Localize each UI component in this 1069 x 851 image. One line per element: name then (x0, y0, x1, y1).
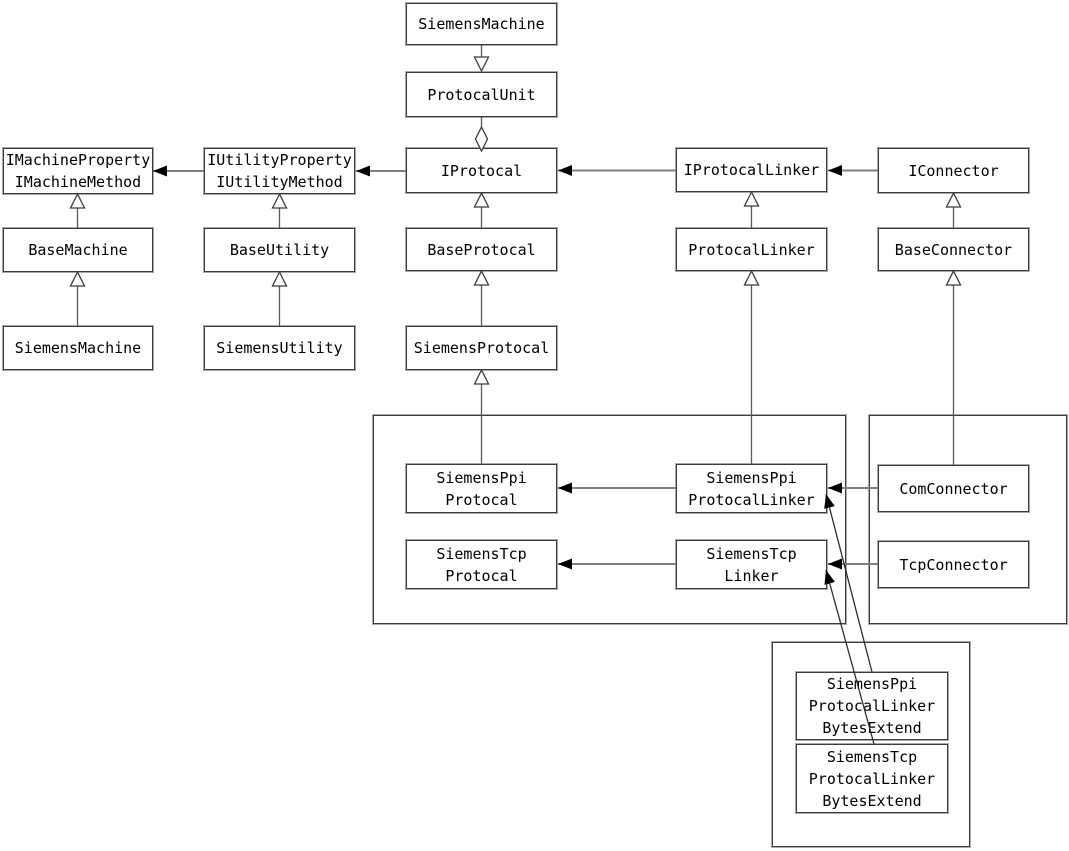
class-label: IConnector (908, 161, 999, 180)
inheritance-triangle-icon (69, 192, 86, 209)
class-box-siemens-tcp-linker[interactable]: SiemensTcp Linker (675, 539, 828, 590)
class-label: SiemensMachine (418, 15, 545, 33)
class-box-tcp-connector[interactable]: TcpConnector (877, 540, 1030, 589)
class-label: ProtocalUnit (427, 85, 536, 104)
class-label: IProtocal (440, 161, 523, 180)
class-box-iconnector[interactable]: IConnector (877, 147, 1030, 194)
class-label: BaseProtocal (427, 240, 536, 259)
class-box-siemens-machine-top[interactable]: SiemensMachine (405, 2, 558, 46)
group-box-connector-group[interactable] (868, 414, 1068, 625)
class-label: SiemensTcp Linker (706, 544, 797, 585)
class-box-siemens-tcp-protocal[interactable]: SiemensTcp Protocal (405, 539, 558, 590)
class-label: BaseUtility (229, 241, 330, 259)
class-box-base-utility[interactable]: BaseUtility (203, 227, 356, 273)
class-label: SiemensProtocal (413, 339, 550, 357)
class-box-siemens-utility[interactable]: SiemensUtility (203, 325, 356, 371)
inheritance-triangle-icon (271, 192, 288, 209)
class-box-protocal-linker[interactable]: ProtocalLinker (675, 227, 828, 272)
class-label: SiemensMachine (14, 339, 142, 357)
class-label: BaseMachine (28, 241, 128, 259)
class-box-siemens-ppi-protocal[interactable]: SiemensPpi Protocal (405, 463, 558, 514)
class-label: SiemensPpi ProtocalLinker BytesExtend (808, 675, 936, 737)
class-label: IProtocalLinker (683, 161, 820, 179)
class-box-base-connector[interactable]: BaseConnector (877, 227, 1030, 272)
class-box-iprotocal[interactable]: IProtocal (405, 147, 558, 194)
class-label: ProtocalLinker (688, 240, 815, 259)
class-box-iprotocal-linker[interactable]: IProtocalLinker (675, 147, 828, 193)
class-label: SiemensTcp ProtocalLinker BytesExtend (808, 747, 936, 810)
class-label: SiemensPpi ProtocalLinker (688, 468, 815, 509)
group-box-protocal-group[interactable] (372, 414, 847, 625)
class-box-siemens-protocal[interactable]: SiemensProtocal (405, 325, 558, 371)
class-box-base-protocal[interactable]: BaseProtocal (405, 227, 558, 272)
class-box-imachine[interactable]: IMachineProperty IMachineMethod (2, 147, 154, 195)
class-box-base-machine[interactable]: BaseMachine (2, 227, 154, 273)
class-label: SiemensTcp Protocal (436, 544, 527, 585)
inheritance-triangle-icon (743, 269, 760, 286)
class-label: ComConnector (899, 479, 1008, 498)
generalization-down-triangle-icon (473, 56, 490, 73)
class-label: BaseConnector (894, 240, 1013, 259)
class-label: SiemensUtility (216, 339, 343, 357)
class-box-ppi-bytes-extend[interactable]: SiemensPpi ProtocalLinker BytesExtend (795, 671, 949, 741)
class-box-tcp-bytes-extend[interactable]: SiemensTcp ProtocalLinker BytesExtend (795, 743, 949, 814)
class-label: IMachineProperty IMachineMethod (5, 151, 151, 191)
class-label: IUtilityProperty IUtilityMethod (207, 151, 352, 191)
inheritance-triangle-icon (945, 191, 962, 208)
class-box-iutility[interactable]: IUtilityProperty IUtilityMethod (203, 147, 356, 195)
class-box-siemens-machine[interactable]: SiemensMachine (2, 325, 154, 371)
inheritance-triangle-icon (271, 270, 288, 287)
class-box-com-connector[interactable]: ComConnector (877, 464, 1030, 513)
class-box-siemens-ppi-protocal-linker[interactable]: SiemensPpi ProtocalLinker (675, 463, 828, 514)
inheritance-triangle-icon (945, 269, 962, 286)
class-label: SiemensPpi Protocal (436, 468, 527, 509)
class-box-protocal-unit[interactable]: ProtocalUnit (405, 71, 558, 118)
inheritance-triangle-icon (473, 269, 490, 286)
inheritance-triangle-icon (473, 368, 490, 385)
inheritance-triangle-icon (69, 270, 86, 287)
class-label: TcpConnector (899, 555, 1008, 574)
inheritance-triangle-icon (743, 190, 760, 207)
inheritance-triangle-icon (473, 191, 490, 208)
